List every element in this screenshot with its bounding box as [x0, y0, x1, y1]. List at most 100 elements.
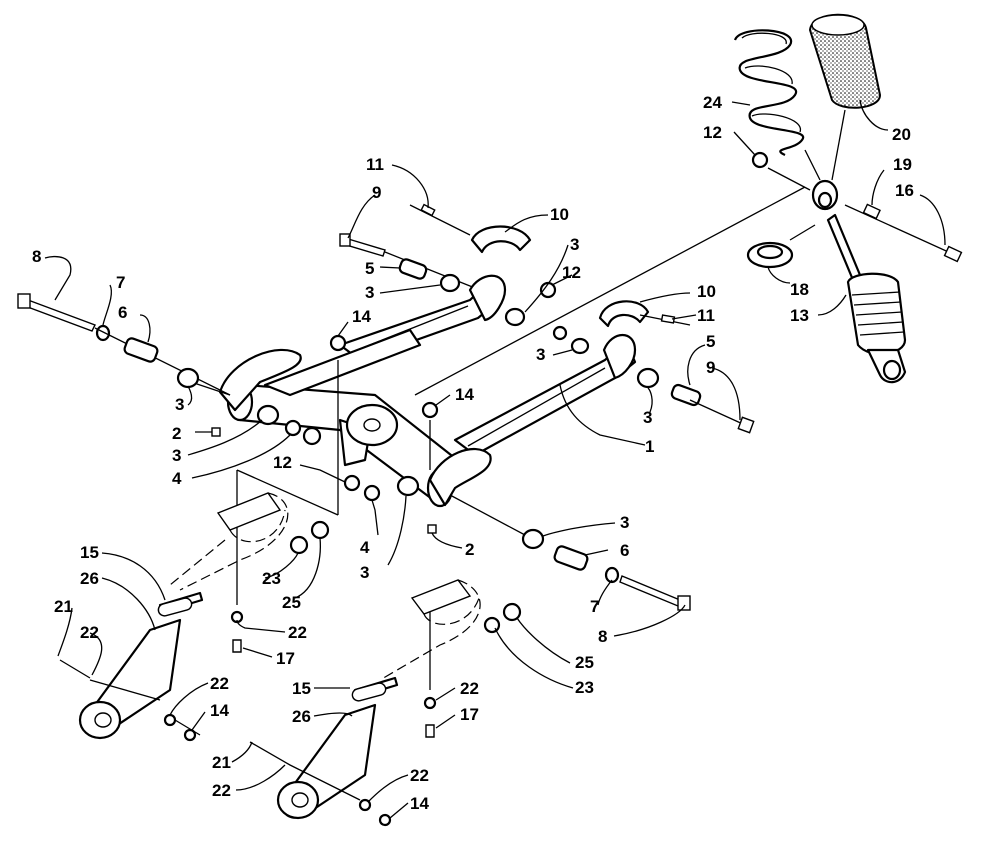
nut-12b-icon: [552, 325, 568, 341]
callout-3: 3: [536, 345, 545, 364]
nut-4-left-icon: [302, 426, 322, 446]
callout-17: 17: [276, 649, 295, 668]
bolt-16: [844, 203, 963, 263]
pin-11-upper: [409, 203, 471, 236]
callout-26: 26: [80, 569, 99, 588]
callout-2: 2: [465, 540, 474, 559]
callout-17: 17: [460, 705, 479, 724]
callout-15: 15: [292, 679, 311, 698]
bushing-3-lower-b: [521, 528, 545, 550]
spacer-5-right: [670, 383, 702, 407]
spacer-6-right: [553, 545, 589, 571]
saddle-right: [428, 447, 492, 507]
callout-12: 12: [703, 123, 722, 142]
nut-12c-icon: [751, 151, 769, 169]
bushing-3-upper: [439, 273, 461, 293]
callout-26: 26: [292, 707, 311, 726]
bushing-3-left-b: [256, 404, 280, 426]
nut-14a-icon: [329, 334, 347, 352]
bushing-3-mid: [570, 337, 590, 355]
callout-9: 9: [372, 183, 381, 202]
callout-14: 14: [210, 701, 229, 720]
callout-15: 15: [80, 543, 99, 562]
callout-21: 21: [54, 597, 73, 616]
callout-4: 4: [360, 538, 370, 557]
callout-8: 8: [598, 627, 607, 646]
callout-labels: 8 7 6 3 2 3 4 12 11 9 5 3 14 10 3 12 3 1…: [32, 93, 914, 813]
callout-23: 23: [575, 678, 594, 697]
callout-3: 3: [175, 395, 184, 414]
pin-11-right: [639, 314, 691, 326]
washer-4-lower-icon: [363, 484, 381, 502]
callout-12: 12: [273, 453, 292, 472]
callout-24: 24: [703, 93, 722, 112]
callout-1: 1: [645, 437, 654, 456]
bushing-3-right: [636, 367, 660, 389]
callout-13: 13: [790, 306, 809, 325]
callout-22: 22: [80, 623, 99, 642]
callout-22: 22: [460, 679, 479, 698]
nut-12-lower-icon: [343, 474, 361, 492]
callout-9: 9: [706, 358, 715, 377]
footrest-left: [59, 492, 330, 742]
callout-3: 3: [365, 283, 374, 302]
bolt-8-left: [17, 293, 96, 332]
bushing-3-upper-b: [504, 307, 526, 327]
bumper-20: [808, 13, 882, 109]
callout-22: 22: [210, 674, 229, 693]
leader-lines: [44, 99, 946, 819]
callout-18: 18: [790, 280, 809, 299]
callout-2: 2: [172, 424, 181, 443]
callout-7: 7: [116, 273, 125, 292]
callout-22: 22: [410, 766, 429, 785]
callout-14: 14: [410, 794, 429, 813]
bolt-8-right: [619, 575, 691, 611]
callout-10: 10: [550, 205, 569, 224]
bracket-10-right: [598, 300, 650, 328]
callout-8: 8: [32, 247, 41, 266]
arm-front: [453, 334, 637, 457]
callout-14: 14: [352, 307, 371, 326]
callout-11: 11: [697, 306, 715, 325]
callout-3: 3: [360, 563, 369, 582]
spring-24: [733, 29, 805, 156]
spacer-5-upper: [398, 258, 428, 280]
spring-seat-18: [746, 241, 794, 269]
zerk-2-right-icon: [427, 524, 437, 534]
washer-4-left-icon: [284, 419, 302, 437]
callout-22: 22: [212, 781, 231, 800]
callout-25: 25: [282, 593, 301, 612]
callout-21: 21: [212, 753, 231, 772]
saddle-left: [218, 348, 302, 412]
callout-22: 22: [288, 623, 307, 642]
callout-7: 7: [590, 597, 599, 616]
callout-6: 6: [118, 303, 127, 322]
callout-10: 10: [697, 282, 716, 301]
callout-11: 11: [366, 155, 384, 174]
callout-5: 5: [365, 259, 374, 278]
washer-7-left-icon: [95, 324, 111, 342]
callout-4: 4: [172, 469, 182, 488]
callout-3: 3: [620, 513, 629, 532]
bracket-10-upper: [470, 225, 532, 254]
callout-20: 20: [892, 125, 911, 144]
callout-19: 19: [893, 155, 912, 174]
callout-3: 3: [570, 235, 579, 254]
callout-3: 3: [643, 408, 652, 427]
bolt-9-upper: [339, 233, 386, 257]
callout-3: 3: [172, 446, 181, 465]
nut-14b-icon: [421, 401, 439, 419]
callout-23: 23: [262, 569, 281, 588]
zerk-2-left-icon: [211, 427, 221, 437]
bushing-3-lower: [396, 475, 420, 497]
callout-16: 16: [895, 181, 914, 200]
callout-6: 6: [620, 541, 629, 560]
washer-7-right-icon: [604, 566, 620, 584]
footrest-right: [249, 579, 522, 827]
callout-5: 5: [706, 332, 715, 351]
callout-14: 14: [455, 385, 474, 404]
bolt-9-right: [689, 399, 755, 434]
bushing-3-left: [176, 367, 200, 389]
